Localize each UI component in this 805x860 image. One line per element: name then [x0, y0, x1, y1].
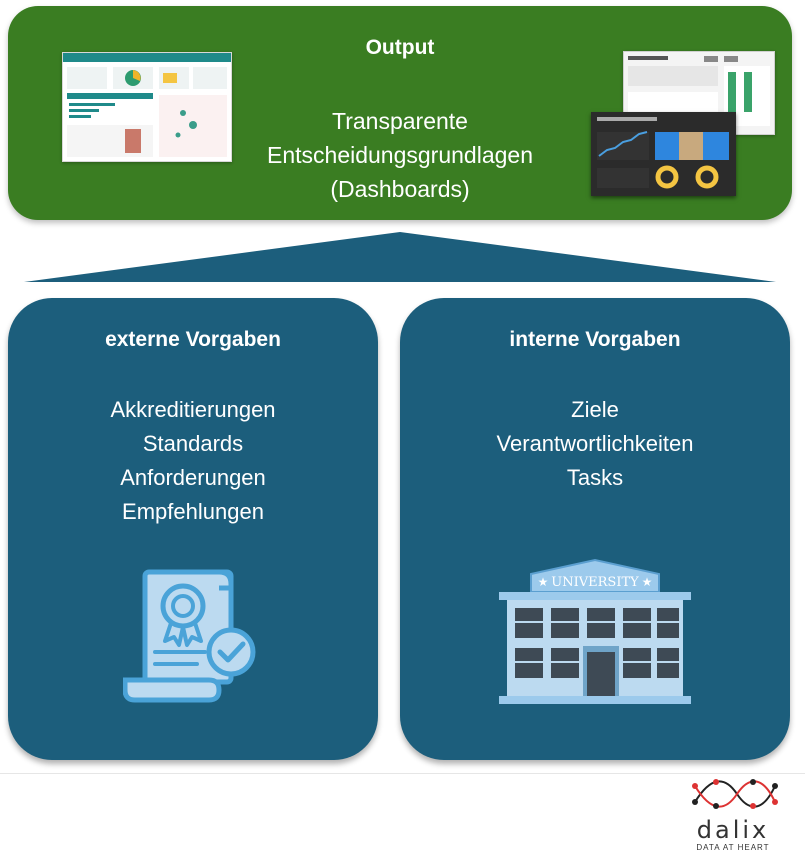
dashboard-thumbnail-right-bottom: [591, 112, 736, 196]
dashboard-thumbnail-left: [62, 52, 232, 162]
footer-divider: [0, 773, 805, 774]
output-description: Transparente Entscheidungsgrundlagen (Da…: [208, 104, 592, 206]
logo-tagline: DATA AT HEART: [696, 843, 770, 852]
university-building-icon: UNIVERSITY ★ ★: [499, 558, 691, 704]
dalix-logo: dalix DATA AT HEART: [683, 772, 783, 852]
output-title: Output: [365, 36, 435, 59]
output-line-3: (Dashboards): [330, 176, 470, 202]
list-item: Tasks: [566, 465, 624, 490]
output-box: Output Transparente Entscheidungsgrundla…: [8, 6, 792, 220]
output-line-1: Transparente: [332, 108, 468, 134]
list-item: Standards: [142, 431, 244, 456]
external-requirements-panel: externe Vorgaben Akkreditierungen Standa…: [8, 298, 378, 760]
list-item: Akkreditierungen: [110, 397, 276, 422]
dna-helix-icon: [692, 779, 778, 809]
external-requirements-list: Akkreditierungen Standards Anforderungen…: [8, 393, 378, 529]
internal-requirements-panel: interne Vorgaben Ziele Verantwortlichkei…: [400, 298, 790, 760]
internal-requirements-list: Ziele Verantwortlichkeiten Tasks: [400, 393, 790, 495]
list-item: Empfehlungen: [122, 499, 264, 524]
list-item: Anforderungen: [120, 465, 266, 490]
output-line-2: Entscheidungsgrundlagen: [267, 142, 533, 168]
certificate-icon: [123, 569, 256, 703]
list-item: Ziele: [571, 397, 619, 422]
logo-wordmark: dalix: [696, 816, 770, 844]
list-item: Verantwortlichkeiten: [496, 431, 694, 456]
internal-requirements-title: interne Vorgaben: [509, 328, 681, 351]
svg-text:★: ★: [642, 575, 653, 589]
svg-text:★: ★: [538, 575, 549, 589]
roof-triangle: [24, 232, 776, 282]
university-sign-text: UNIVERSITY: [551, 575, 639, 590]
external-requirements-title: externe Vorgaben: [105, 328, 281, 351]
